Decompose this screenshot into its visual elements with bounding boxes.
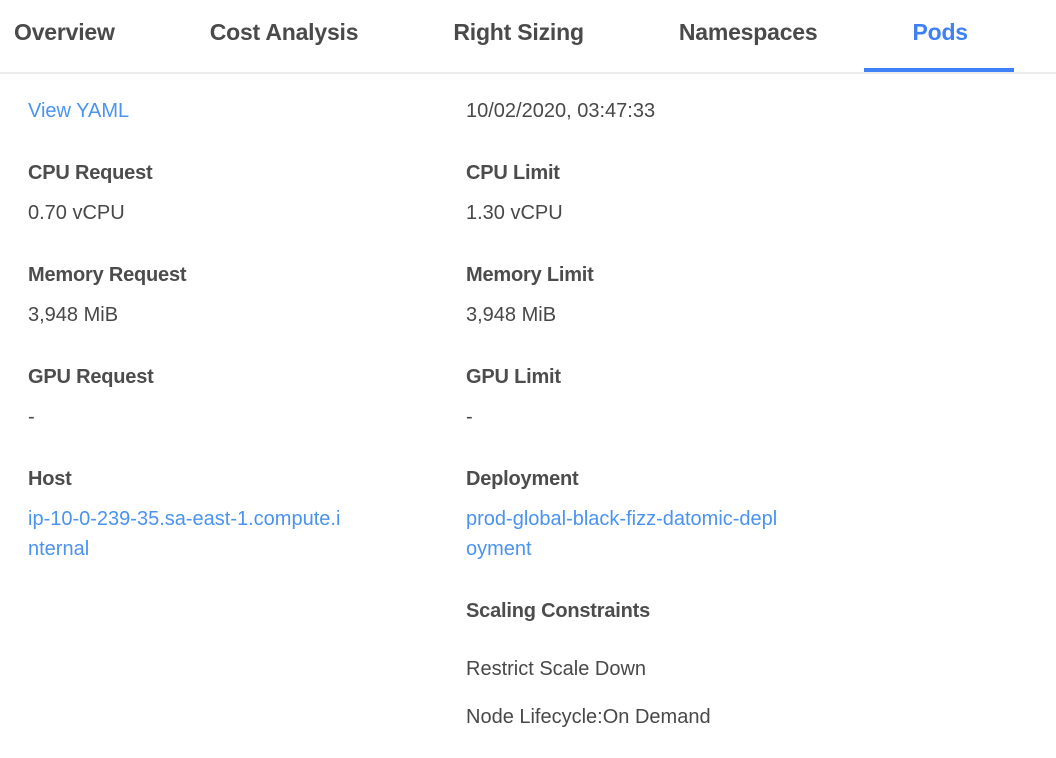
tab-bar: Overview Cost Analysis Right Sizing Namespa… — [0, 0, 1056, 74]
tab-cost-analysis[interactable]: Cost Analysis — [209, 19, 359, 45]
scaling-constraints-heading: Scaling Constraints — [466, 600, 651, 622]
field-cpu-request: CPU Request 0.70 vCPU — [28, 158, 348, 228]
details-left-column: View YAML CPU Request 0.70 vCPU Memory Req… — [28, 96, 348, 750]
scaling-constraint-item: Restrict Scale Down — [466, 658, 647, 680]
tab-overview[interactable]: Overview — [14, 19, 115, 45]
field-value: 3,948 MiB — [28, 304, 119, 326]
left-fields: CPU Request 0.70 vCPU Memory Request 3,948 … — [28, 158, 348, 564]
field-value: 1.30 vCPU — [466, 202, 563, 224]
details-right-column: 10/02/2020, 03:47:33 CPU Limit 1.30 vCPU M… — [466, 96, 786, 750]
field-value: 0.70 vCPU — [28, 202, 125, 224]
field-value-link[interactable]: ip-10-0-239-35.sa-east-1.compute.interna… — [28, 508, 341, 560]
tab-namespaces[interactable]: Namespaces — [678, 19, 818, 45]
field-label: GPU Limit — [466, 366, 561, 388]
field-label: Deployment — [466, 468, 579, 490]
tab-right-sizing[interactable]: Right Sizing — [453, 19, 584, 45]
field-value: - — [466, 406, 473, 428]
field-value: 3,948 MiB — [466, 304, 557, 326]
pod-details-panel: View YAML CPU Request 0.70 vCPU Memory Req… — [0, 74, 1056, 750]
field-deployment: Deployment prod-global-black-fizz-datomic… — [466, 464, 786, 564]
view-yaml-link[interactable]: View YAML — [28, 100, 130, 122]
field-label: Memory Request — [28, 264, 187, 286]
field-host: Host ip-10-0-239-35.sa-east-1.compute.int… — [28, 464, 348, 564]
field-cpu-limit: CPU Limit 1.30 vCPU — [466, 158, 786, 228]
view-yaml-row: View YAML — [28, 96, 348, 126]
field-label: Host — [28, 468, 72, 490]
field-value: - — [28, 406, 35, 428]
tab-pods[interactable]: Pods — [864, 0, 1015, 72]
field-value-link[interactable]: prod-global-black-fizz-datomic-deploymen… — [466, 508, 778, 560]
field-memory-limit: Memory Limit 3,948 MiB — [466, 260, 786, 330]
field-label: CPU Limit — [466, 162, 560, 184]
field-label: CPU Request — [28, 162, 153, 184]
right-fields: CPU Limit 1.30 vCPU Memory Limit 3,948 MiB G… — [466, 158, 786, 564]
field-gpu-limit: GPU Limit - — [466, 362, 786, 432]
field-gpu-request: GPU Request - — [28, 362, 348, 432]
field-label: GPU Request — [28, 366, 154, 388]
scaling-constraint-item: Node Lifecycle:On Demand — [466, 706, 711, 728]
field-memory-request: Memory Request 3,948 MiB — [28, 260, 348, 330]
field-label: Memory Limit — [466, 264, 594, 286]
last-updated-timestamp: 10/02/2020, 03:47:33 — [466, 100, 656, 122]
